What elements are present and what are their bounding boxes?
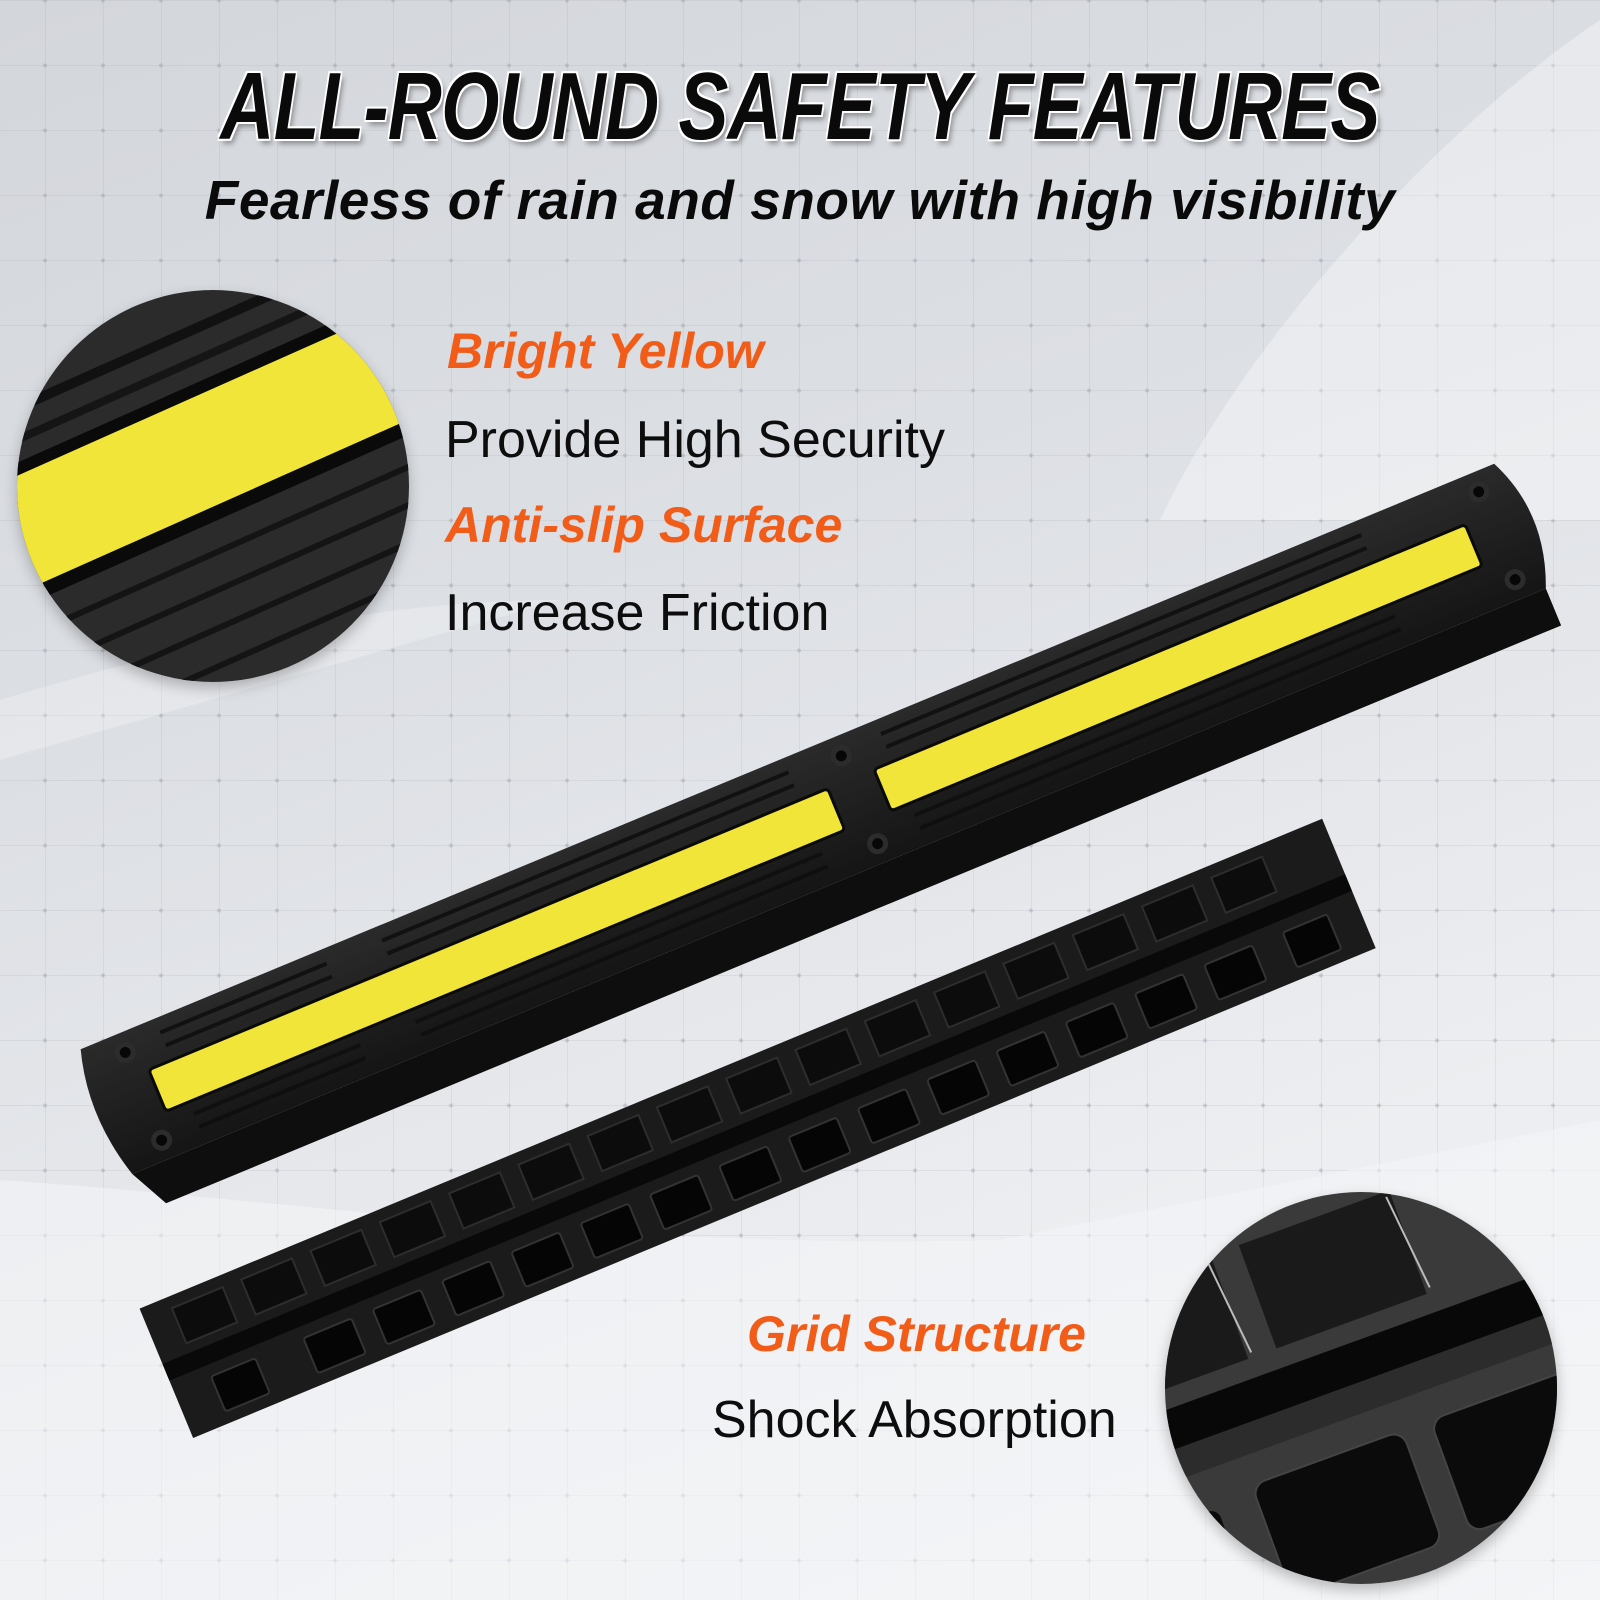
feature-heading-grid-structure: Grid Structure [747,1306,1086,1362]
detail-circle-grid-structure [1165,1192,1557,1584]
grid-underside-closeup-image [1165,1192,1557,1584]
feature-description-shock-absorption: Shock Absorption [712,1391,1117,1449]
feature-heading-bright-yellow: Bright Yellow [447,323,764,379]
yellow-stripe-closeup-image [17,290,409,682]
page-title: ALL-ROUND SAFETY FEATURES [220,53,1380,160]
page-subtitle: Fearless of rain and snow with high visi… [204,169,1396,231]
feature-heading-anti-slip: Anti-slip Surface [445,497,843,553]
feature-description-high-security: Provide High Security [445,411,945,469]
feature-description-friction: Increase Friction [445,584,830,642]
detail-circle-yellow-stripe [17,290,409,682]
